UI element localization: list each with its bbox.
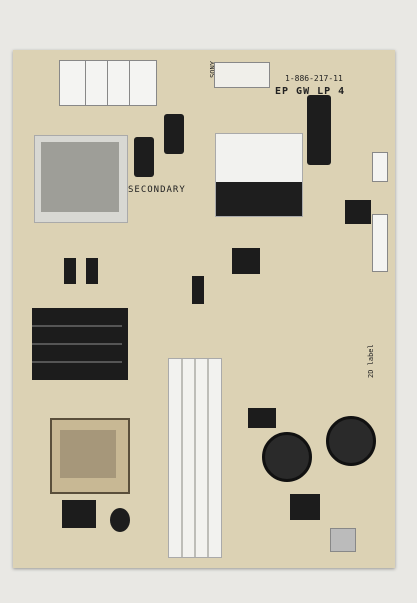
fin-3 [207, 359, 209, 557]
connector-bottom-right [330, 528, 356, 552]
capacitor-1 [134, 137, 154, 177]
round-capacitor-bottom [110, 508, 130, 532]
connector-right-2 [372, 214, 388, 272]
fin-2 [194, 359, 196, 557]
toroid-coil-right [326, 416, 376, 466]
ic-bottom-left [62, 500, 96, 528]
fin-line-1 [32, 325, 122, 327]
relay-block-2 [85, 60, 109, 106]
heatsink-vertical [168, 358, 222, 558]
model-code-text: EP GW LP 4 [275, 86, 346, 97]
fin-1 [181, 359, 183, 557]
relay-block-1 [59, 60, 87, 106]
section-label-text: SECONDARY [128, 185, 186, 195]
ic-bottom-right [290, 494, 320, 520]
certification-label [214, 62, 270, 88]
transformer-top-right [345, 200, 371, 224]
heatsink-right-top [215, 133, 303, 217]
fin-line-2 [32, 343, 122, 345]
label-2d-text: 2D label [367, 344, 375, 378]
connector-right-1 [372, 152, 388, 182]
relay-block-4 [129, 60, 157, 106]
transistor-2 [86, 258, 98, 284]
part-number-text: 1-886-217-11 [285, 74, 343, 83]
capacitor-2 [164, 114, 184, 154]
relay-block-3 [107, 60, 131, 106]
ic-right-mid [248, 408, 276, 428]
heatsink-left-top [34, 135, 128, 223]
ic-center [192, 276, 204, 304]
toroid-coil-left [262, 432, 312, 482]
capacitor-3 [307, 95, 331, 165]
main-transformer [50, 418, 130, 494]
fin-line-3 [32, 361, 122, 363]
ic-mid [232, 248, 260, 274]
transistor-1 [64, 258, 76, 284]
